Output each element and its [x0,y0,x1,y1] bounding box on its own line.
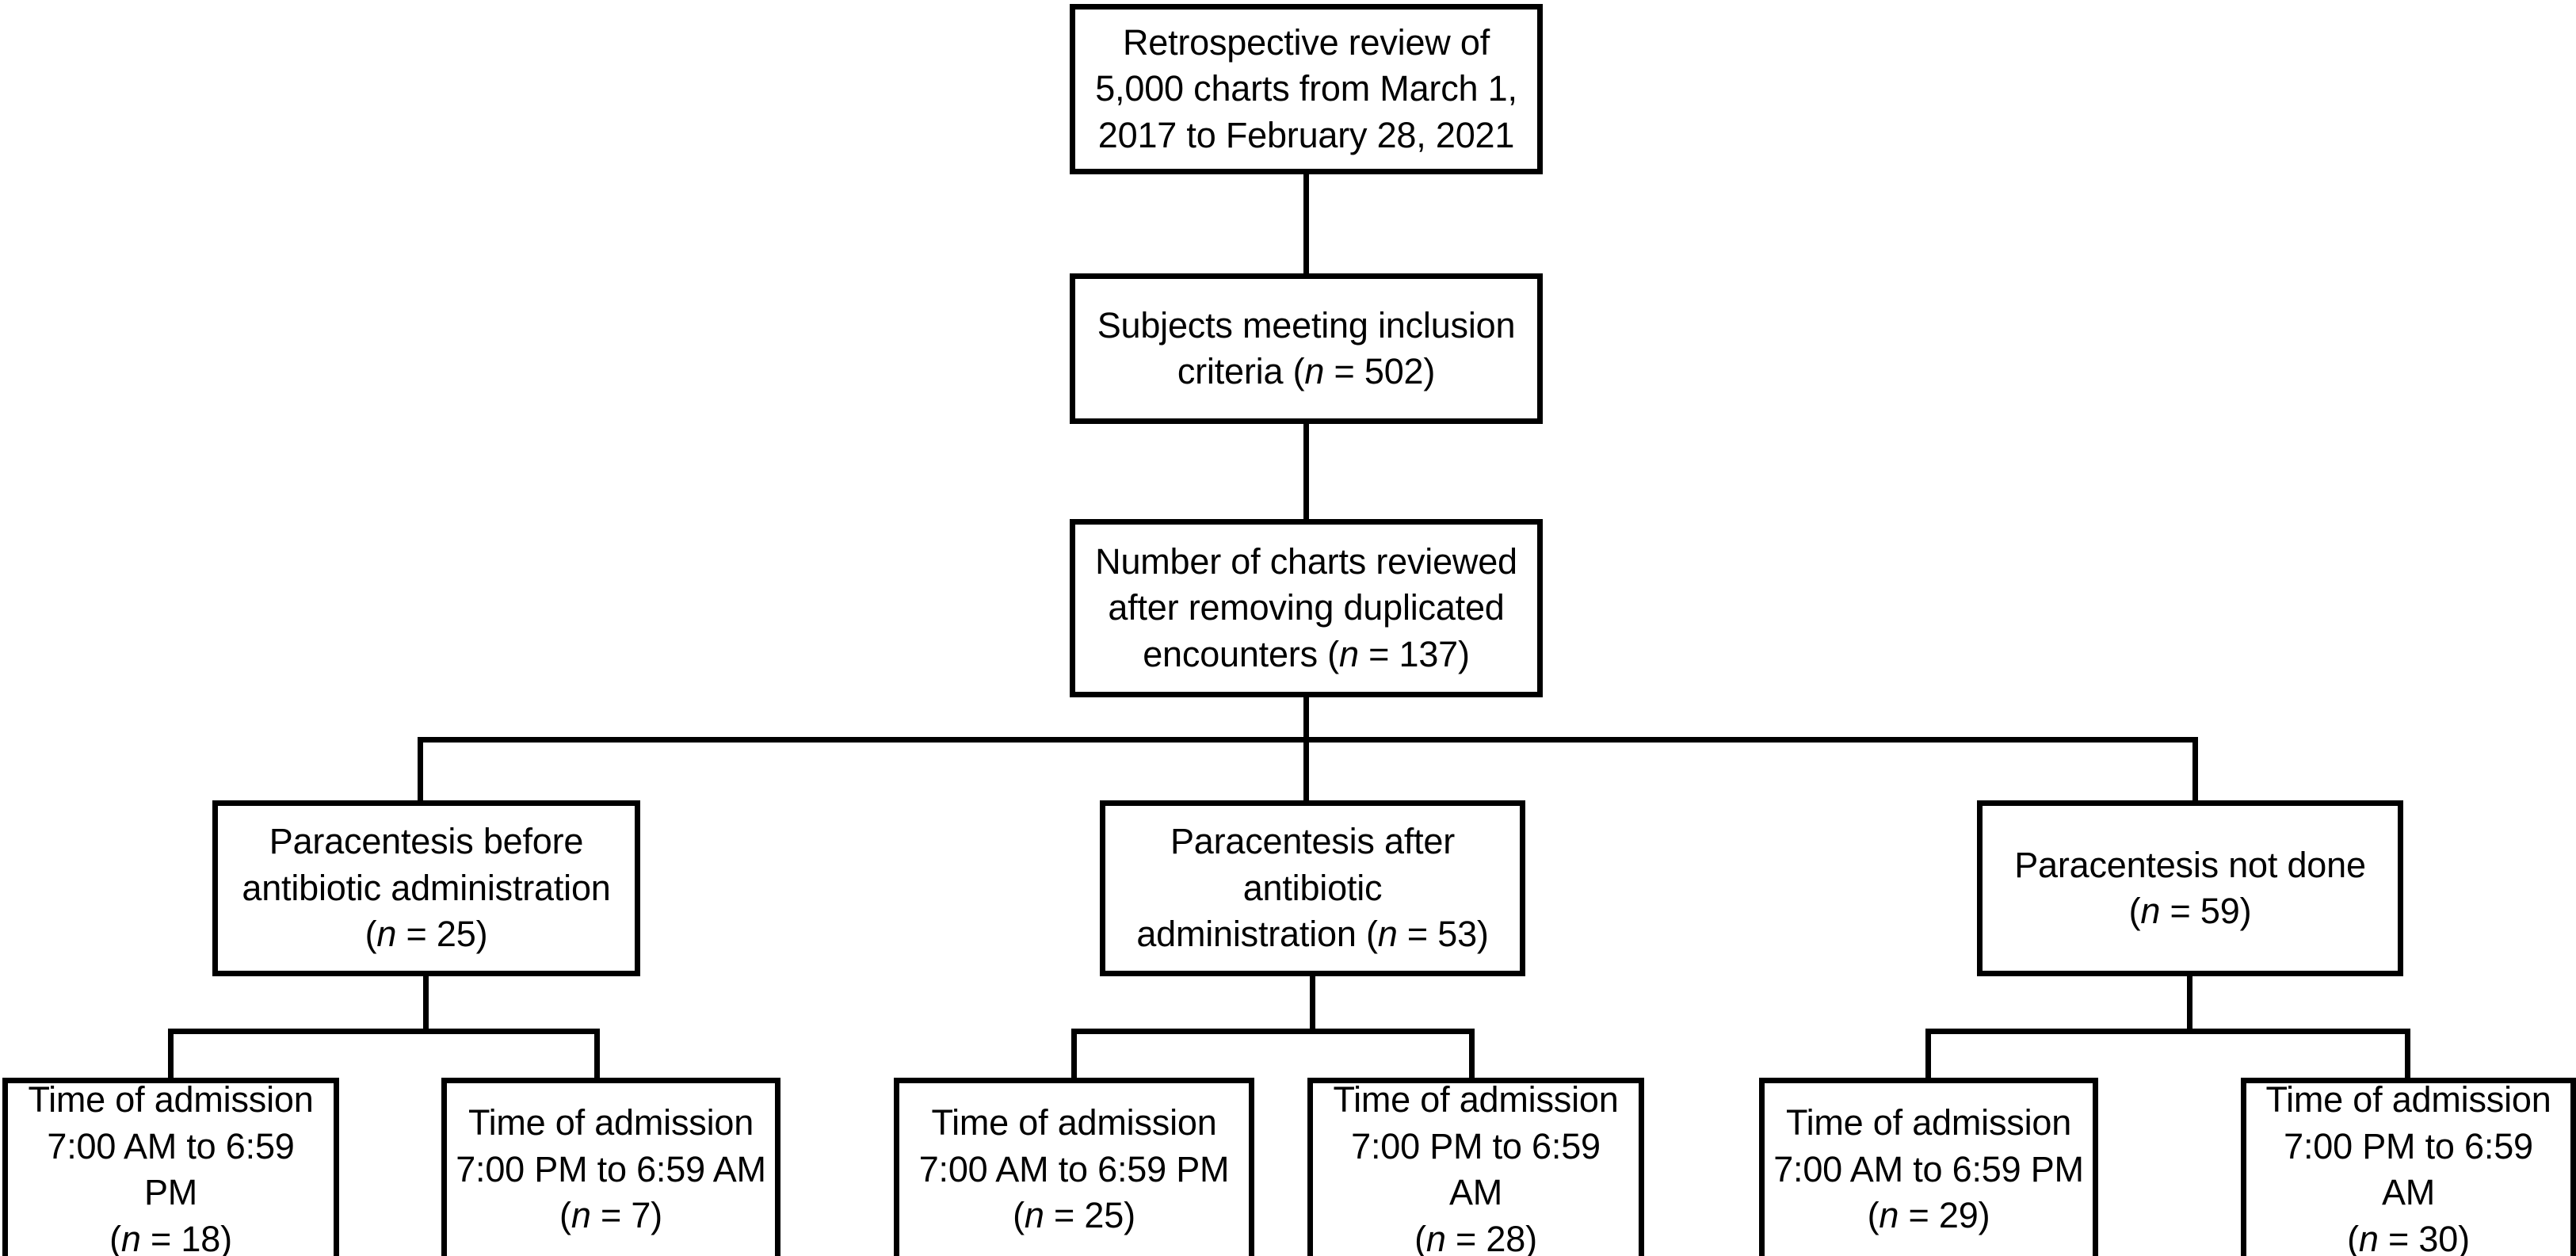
connector-split-to-group-3 [2192,737,2198,800]
paracentesis-not-done-text: Paracentesis not done(n = 59) [2014,844,2366,932]
connector-study-to-inclusion [1303,174,1309,273]
connector-group-2-to-night [1469,1029,1475,1078]
connector-group-2-stem [1310,976,1315,1034]
connector-group-1-to-night [594,1029,600,1078]
connector-group-1-to-day [168,1029,174,1078]
connector-group-1-stem [423,976,429,1034]
connector-deduplicated-stem [1303,697,1309,743]
connector-split-to-group-2 [1303,737,1309,800]
connector-inclusion-to-deduplicated [1303,424,1309,519]
connector-group-3-to-night [2405,1029,2410,1078]
connector-group-1-split-bar [168,1029,600,1034]
connector-split-to-group-1 [418,737,423,800]
connector-group-2-split-bar [1071,1029,1475,1034]
paracentesis-not-done-box[interactable]: Paracentesis not done(n = 59) [1977,800,2403,976]
connector-group-3-to-day [1925,1029,1931,1078]
connector-group-3-stem [2187,976,2192,1034]
connector-group-2-to-day [1071,1029,1077,1078]
connector-group-3-split-bar [1925,1029,2410,1034]
